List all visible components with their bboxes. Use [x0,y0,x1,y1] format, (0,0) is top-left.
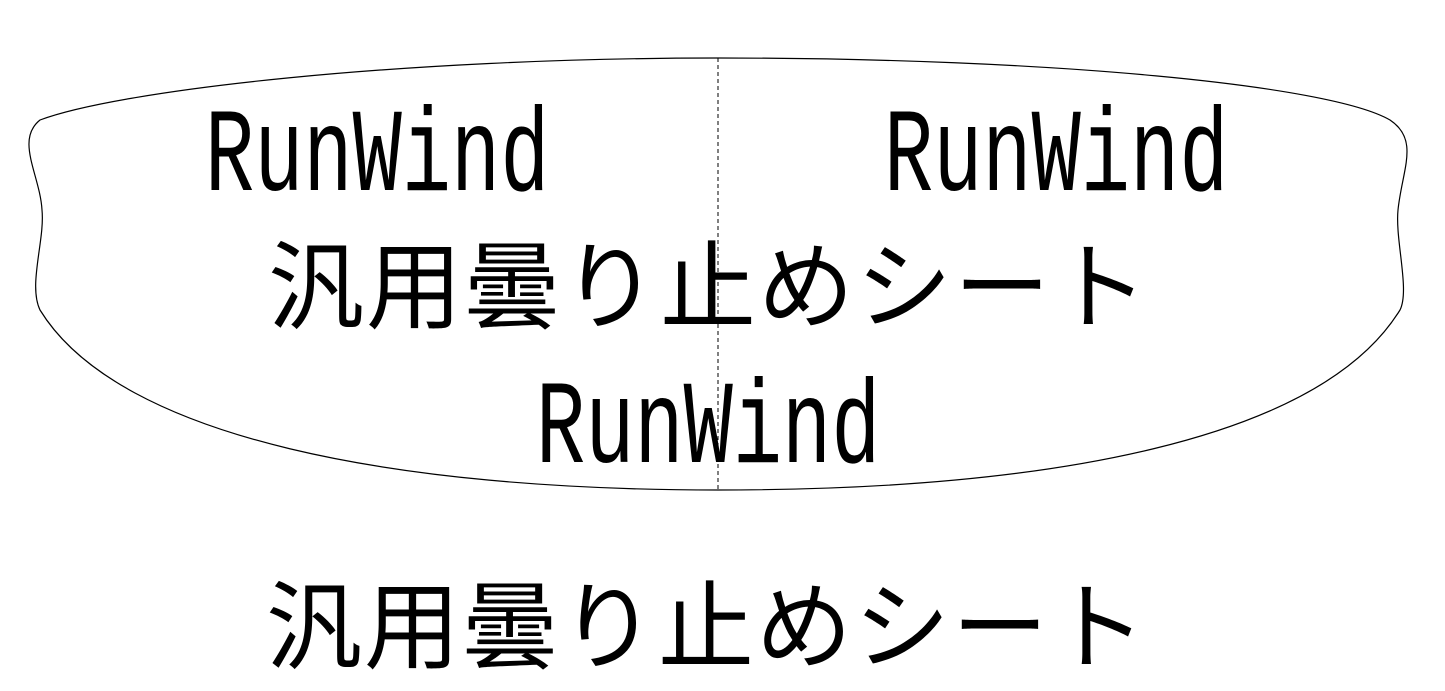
brand-text-top-left: RunWind [205,91,550,227]
product-name-caption: 汎用曇り止めシート [266,572,1148,684]
sheet-shape [28,57,1408,491]
product-name-on-sheet: 汎用曇り止めシート [268,232,1150,344]
brand-text-bottom: RunWind [536,363,881,499]
brand-text-top-right: RunWind [884,91,1229,227]
